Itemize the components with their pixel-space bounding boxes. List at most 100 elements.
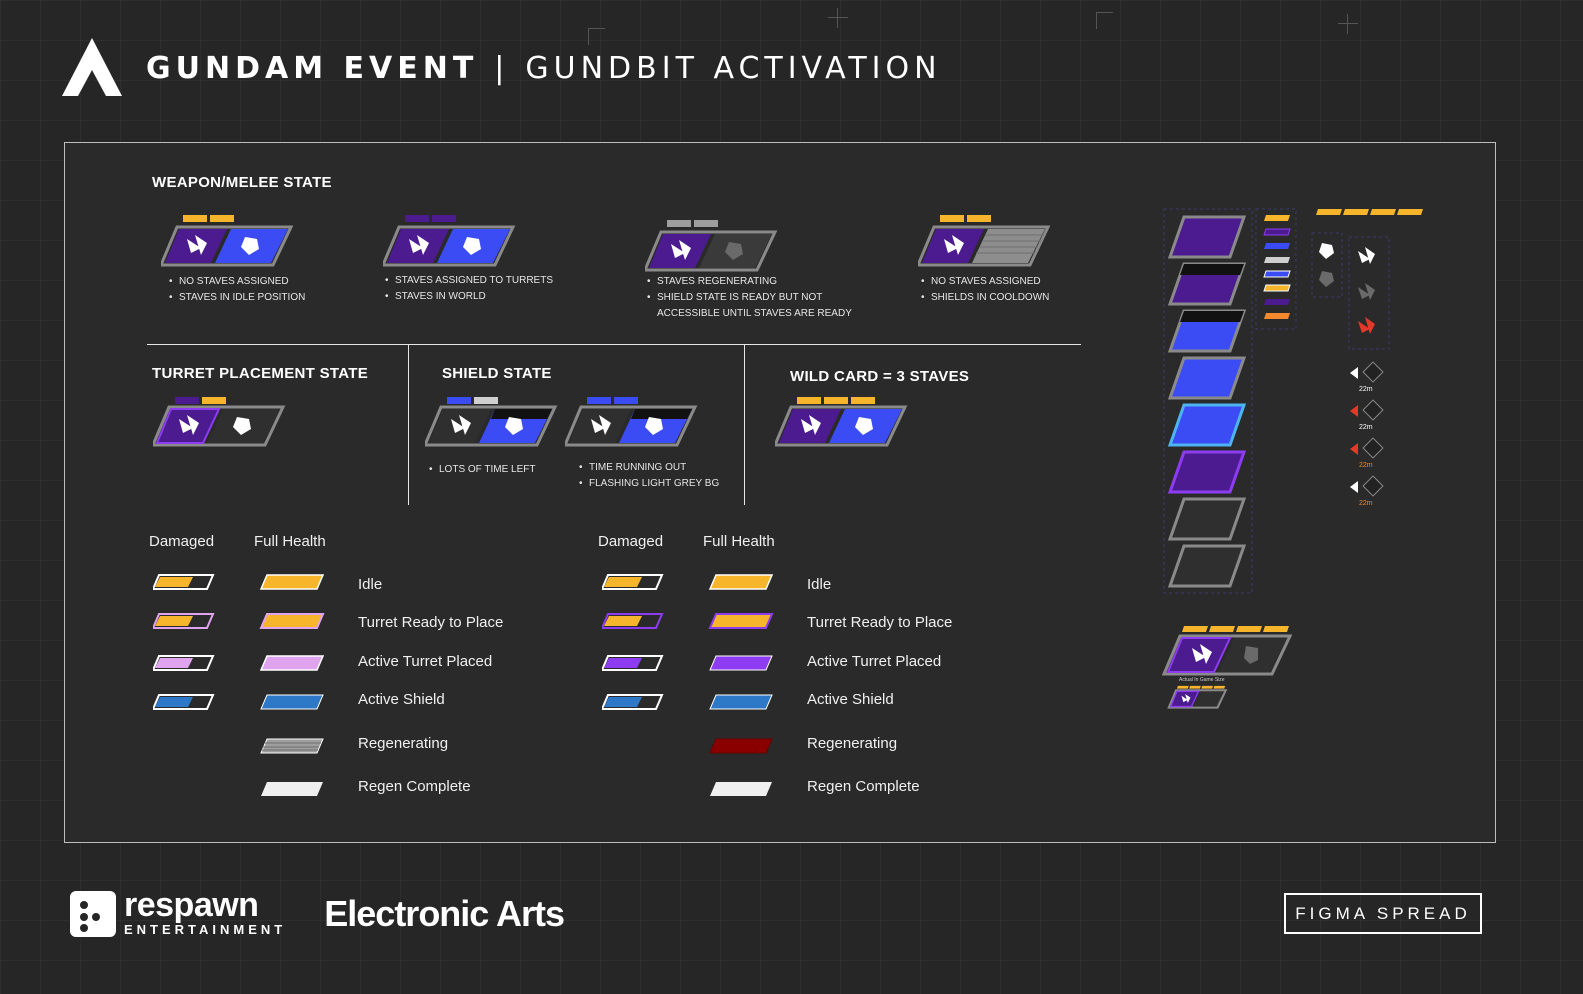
legend-right-label: Idle — [807, 576, 832, 593]
legend-right-full-header: Full Health — [703, 533, 775, 550]
legend-left-label: Idle — [358, 576, 383, 593]
legend-left-full-header: Full Health — [254, 533, 326, 550]
weapon-widget-turrets — [383, 215, 516, 267]
distance-label: 22m — [1359, 424, 1373, 431]
weapon-widget-regenerating — [645, 220, 778, 272]
shield-icon — [645, 417, 663, 435]
gundbit-icon — [801, 415, 821, 435]
gundbit-icon — [409, 235, 429, 255]
ingame-widget — [1162, 626, 1293, 676]
turret-widget — [153, 397, 286, 447]
gundbit-icon — [179, 415, 199, 435]
distance-markers — [1350, 361, 1384, 497]
gundbit-icon — [187, 235, 207, 255]
shield-icon — [855, 417, 873, 435]
main-panel: WEAPON/MELEE STATE NO STAVES ASSIGNED ST… — [64, 142, 1496, 843]
shield-section-title: SHIELD STATE — [442, 365, 552, 382]
shield-state-1-bullets: LOTS OF TIME LEFT — [429, 462, 536, 478]
shield-widget-lots-time — [425, 397, 558, 447]
legend-right-label: Active Turret Placed — [807, 653, 942, 670]
bullet: NO STAVES ASSIGNED — [921, 274, 1049, 290]
bullet: SHIELDS IN COOLDOWN — [921, 290, 1049, 306]
gundbit-icon — [451, 415, 471, 435]
asset-sheet — [1162, 208, 1423, 709]
distance-label: 22m — [1359, 462, 1373, 469]
weapon-state-2-bullets: STAVES ASSIGNED TO TURRETS STAVES IN WOR… — [385, 273, 553, 305]
ea-logo: Electronic Arts — [324, 892, 565, 934]
crosshair-mark — [1338, 14, 1358, 34]
legend-right-label: Active Shield — [807, 691, 894, 708]
gundbit-icon — [671, 240, 691, 260]
legend-left-label: Active Turret Placed — [358, 653, 493, 670]
gundbit-icon — [591, 415, 611, 435]
section-divider — [147, 344, 1081, 345]
gundbit-icon — [944, 235, 964, 255]
ingame-caption: Actual In Game Size — [1179, 677, 1225, 683]
legend-right-damaged-header: Damaged — [598, 533, 664, 550]
legend-left-label: Active Shield — [358, 691, 445, 708]
bullet: STAVES REGENERATING — [647, 274, 867, 290]
shield-state-2-bullets: TIME RUNNING OUT FLASHING LIGHT GREY BG — [579, 460, 719, 492]
section-divider — [408, 345, 409, 505]
respawn-sub: ENTERTAINMENT — [124, 922, 287, 937]
gundbit-icon — [1358, 247, 1375, 264]
title-sub: GUNDBIT ACTIVATION — [525, 50, 942, 86]
gundbit-icon — [1358, 317, 1375, 334]
legend-left-swatches — [153, 574, 325, 796]
bullet: STAVES ASSIGNED TO TURRETS — [385, 273, 553, 289]
respawn-name: respawn — [124, 886, 259, 924]
wildcard-section-title: WILD CARD = 3 STAVES — [790, 368, 970, 385]
footer-logos: respawn ENTERTAINMENT Electronic Arts — [70, 886, 565, 937]
legend-left-label: Regen Complete — [358, 778, 471, 795]
page-header: GUNDAM EVENT | GUNDBIT ACTIVATION — [62, 38, 942, 98]
bullet: NO STAVES ASSIGNED — [169, 274, 305, 290]
legend-left-label: Regenerating — [358, 735, 449, 752]
shield-icon — [463, 237, 481, 255]
ingame-widget-small — [1167, 685, 1228, 709]
legend-left-damaged-header: Damaged — [149, 533, 215, 550]
corner-mark — [1096, 12, 1113, 29]
shield-icon — [505, 417, 523, 435]
apex-logo-icon — [62, 38, 122, 96]
weapon-state-4-bullets: NO STAVES ASSIGNED SHIELDS IN COOLDOWN — [921, 274, 1049, 306]
turret-section-title: TURRET PLACEMENT STATE — [152, 365, 369, 382]
corner-mark — [588, 28, 605, 45]
legend-right-label: Turret Ready to Place — [807, 614, 953, 631]
distance-label: 22m — [1359, 500, 1373, 507]
shield-icon — [725, 242, 743, 260]
gundbit-icon — [1358, 283, 1375, 300]
wildcard-widget — [775, 397, 908, 447]
weapon-widget-idle — [161, 215, 294, 267]
wide-stave-bar — [1316, 209, 1423, 215]
section-divider — [744, 345, 745, 505]
distance-label: 22m — [1359, 386, 1373, 393]
shield-icon — [233, 417, 251, 435]
respawn-logo: respawn ENTERTAINMENT — [70, 886, 287, 937]
stave-bars — [1263, 215, 1291, 319]
legend-right-label: Regenerating — [807, 735, 898, 752]
title-separator: | — [494, 50, 510, 86]
figma-spread-button[interactable]: FIGMA SPREAD — [1284, 893, 1482, 934]
shield-icon — [1319, 271, 1334, 287]
shield-icon — [1319, 243, 1334, 259]
respawn-mark-icon — [70, 890, 116, 937]
weapon-state-3-bullets: STAVES REGENERATING SHIELD STATE IS READ… — [647, 274, 867, 322]
shield-icon — [241, 237, 259, 255]
slot-states — [1167, 215, 1247, 588]
bullet: FLASHING LIGHT GREY BG — [579, 476, 719, 492]
bullet: STAVES IN IDLE POSITION — [169, 290, 305, 306]
crosshair-mark — [828, 8, 848, 28]
shield-widget-running-out — [565, 397, 698, 447]
bullet: SHIELD STATE IS READY BUT NOT ACCESSIBLE… — [647, 290, 867, 322]
weapon-section-title: WEAPON/MELEE STATE — [152, 174, 332, 191]
bullet: LOTS OF TIME LEFT — [429, 462, 536, 478]
weapon-state-1-bullets: NO STAVES ASSIGNED STAVES IN IDLE POSITI… — [169, 274, 305, 306]
bullet: STAVES IN WORLD — [385, 289, 553, 305]
bullet: TIME RUNNING OUT — [579, 460, 719, 476]
legend-right-swatches — [602, 574, 774, 796]
weapon-widget-cooldown — [918, 215, 1051, 267]
legend-left-label: Turret Ready to Place — [358, 614, 504, 631]
title-main: GUNDAM EVENT — [146, 50, 479, 86]
legend-right-label: Regen Complete — [807, 778, 920, 795]
page-title: GUNDAM EVENT | GUNDBIT ACTIVATION — [146, 51, 942, 86]
